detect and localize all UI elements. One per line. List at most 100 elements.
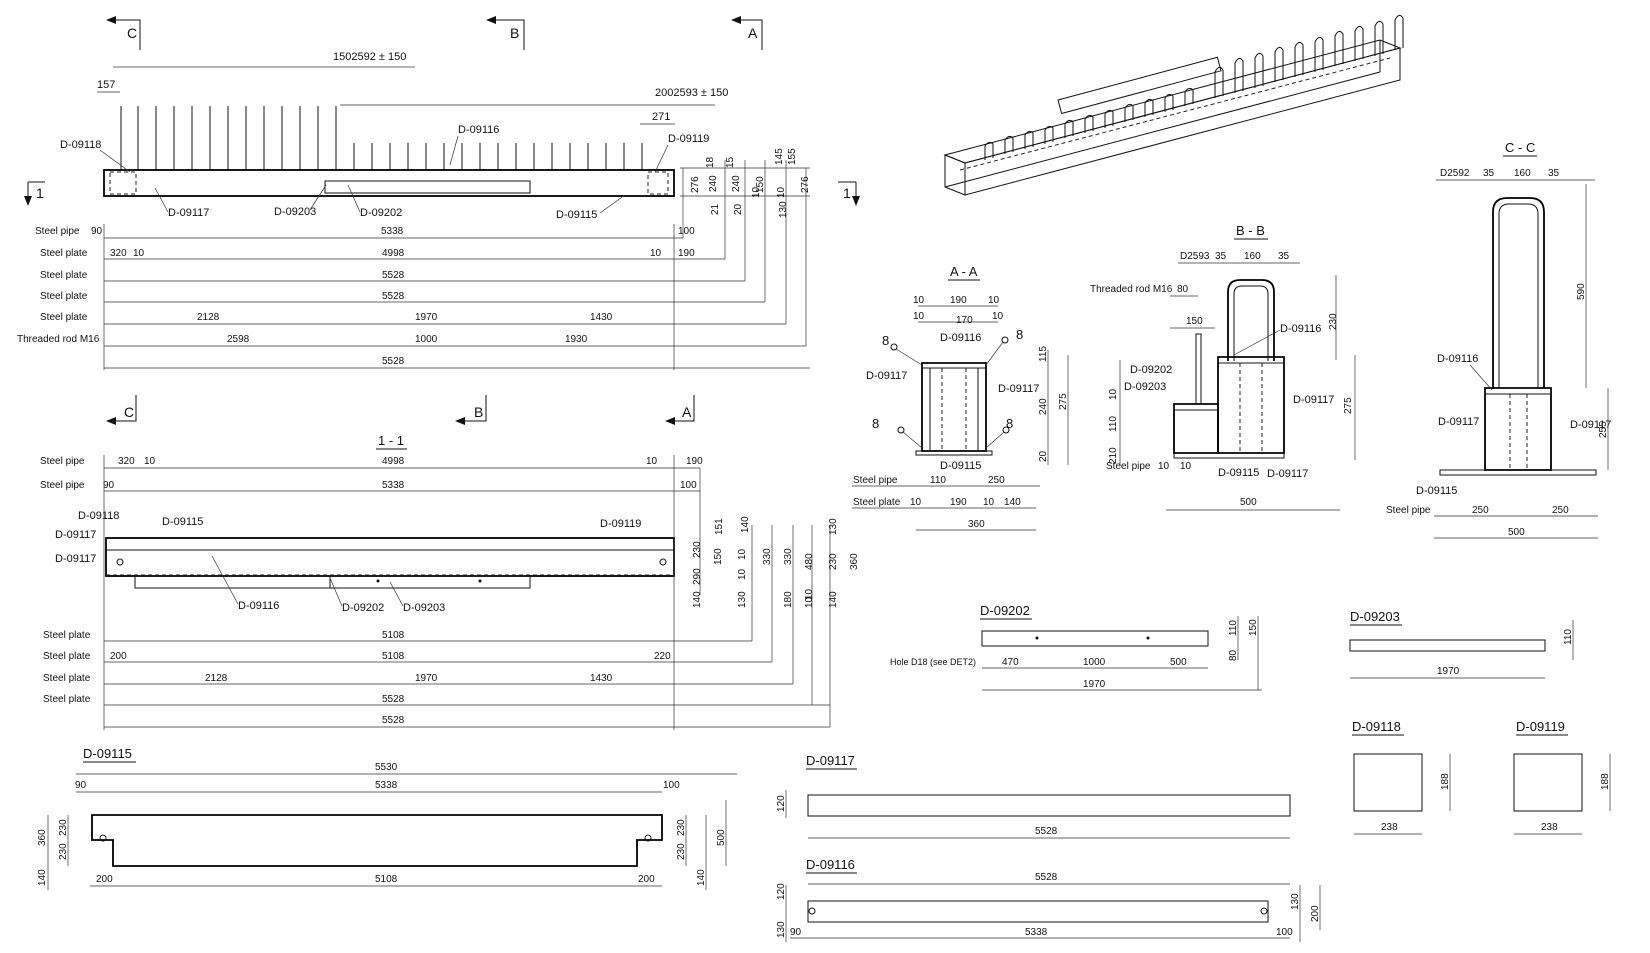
part-d09202: D-09202 Hole D18 (see DET2) 470 1000 500…	[890, 603, 1262, 691]
svg-text:D-09116: D-09116	[1280, 323, 1321, 335]
svg-text:90: 90	[91, 226, 103, 237]
isometric-3d-view	[943, 14, 1404, 196]
svg-text:130: 130	[1290, 893, 1301, 910]
svg-text:90: 90	[790, 927, 802, 938]
svg-text:140: 140	[696, 869, 707, 886]
rebar-tall	[120, 106, 337, 170]
svg-text:D-09115: D-09115	[1218, 467, 1259, 479]
svg-text:10: 10	[983, 497, 995, 508]
svg-text:1430: 1430	[590, 312, 613, 323]
svg-text:130: 130	[778, 201, 789, 218]
svg-text:8: 8	[1016, 327, 1023, 342]
svg-text:20: 20	[1038, 450, 1049, 462]
elev-label-d09115: D-09115	[556, 209, 597, 221]
svg-text:150: 150	[1248, 619, 1259, 636]
section-b-b: B - B D2593 35 160 35 Threaded rod M16 8…	[1090, 223, 1356, 511]
svg-text:255: 255	[1598, 421, 1609, 438]
svg-text:5530: 5530	[375, 762, 398, 773]
svg-text:590: 590	[1576, 283, 1587, 300]
svg-text:10: 10	[1108, 388, 1119, 400]
svg-text:150: 150	[755, 176, 766, 193]
section-mark-c-top: C	[106, 16, 141, 50]
svg-text:Steel pipe: Steel pipe	[853, 475, 898, 486]
svg-text:200: 200	[1310, 905, 1321, 922]
section-a-a: A - A 10 190 10 10 170 10 8 8 8 8 D-0911…	[852, 264, 1069, 531]
svg-text:D-09118: D-09118	[1352, 719, 1401, 734]
svg-text:190: 190	[950, 295, 967, 306]
dim-top-right: 2002593 ± 150	[655, 87, 728, 99]
svg-text:330: 330	[783, 548, 794, 565]
svg-text:230: 230	[58, 843, 69, 860]
elevation-view: 1502592 ± 150 2002593 ± 150 157 271	[17, 51, 860, 370]
section-mark-b-mid: B	[455, 395, 487, 425]
svg-text:170: 170	[956, 315, 973, 326]
svg-text:5108: 5108	[382, 630, 405, 641]
svg-text:1000: 1000	[415, 334, 438, 345]
svg-text:180: 180	[783, 591, 794, 608]
svg-text:B: B	[474, 404, 483, 420]
svg-text:150: 150	[713, 548, 724, 565]
section-mark-a-top: A	[731, 16, 763, 50]
svg-text:290: 290	[692, 568, 703, 585]
svg-text:250: 250	[1552, 505, 1569, 516]
svg-text:Steel pipe: Steel pipe	[40, 480, 85, 491]
svg-text:275: 275	[1058, 393, 1069, 410]
svg-text:150: 150	[1186, 316, 1203, 327]
svg-text:35: 35	[1278, 251, 1290, 262]
svg-text:5528: 5528	[382, 715, 405, 726]
svg-text:20: 20	[733, 203, 744, 215]
svg-text:D-09203: D-09203	[1124, 381, 1166, 393]
svg-text:120: 120	[776, 883, 787, 900]
svg-text:10: 10	[804, 596, 815, 608]
svg-text:15: 15	[725, 156, 736, 168]
part-d09117: D-09117 5528 120	[776, 753, 1291, 839]
svg-text:10: 10	[910, 497, 922, 508]
svg-text:10: 10	[737, 548, 748, 560]
svg-text:8: 8	[872, 416, 879, 431]
svg-text:140: 140	[1004, 497, 1021, 508]
svg-text:230: 230	[676, 819, 687, 836]
svg-text:230: 230	[676, 843, 687, 860]
svg-text:5528: 5528	[1035, 872, 1058, 883]
svg-text:110: 110	[1228, 620, 1239, 636]
svg-text:C - C: C - C	[1505, 140, 1535, 155]
svg-text:190: 190	[686, 456, 703, 467]
section-mark-b-top: B	[486, 16, 525, 50]
section-mark-a-label: A	[748, 25, 758, 41]
plan-vdims: 151 140 230 150 10 330 330 480 130 230 3…	[692, 516, 860, 608]
svg-text:500: 500	[1240, 497, 1257, 508]
svg-text:1970: 1970	[1083, 679, 1106, 690]
svg-text:155: 155	[787, 148, 798, 165]
svg-text:140: 140	[37, 869, 48, 886]
svg-text:35: 35	[1483, 168, 1495, 179]
svg-text:10: 10	[133, 248, 145, 259]
svg-text:500: 500	[1508, 527, 1525, 538]
svg-text:115: 115	[1038, 346, 1049, 362]
svg-text:140: 140	[740, 516, 751, 533]
svg-text:90: 90	[75, 780, 87, 791]
svg-text:360: 360	[849, 553, 860, 570]
svg-text:230: 230	[58, 819, 69, 836]
plan-1-1-view: 1 - 1 Steel pipe 320 10 4998 10 190 Stee…	[40, 433, 860, 730]
svg-text:120: 120	[776, 795, 787, 812]
svg-text:500: 500	[716, 829, 727, 846]
svg-text:275: 275	[1343, 397, 1354, 414]
svg-text:188: 188	[1600, 773, 1611, 790]
svg-text:Steel pipe: Steel pipe	[40, 456, 85, 467]
svg-text:5108: 5108	[382, 651, 405, 662]
svg-text:D-09115: D-09115	[1416, 485, 1457, 497]
svg-text:230: 230	[692, 541, 703, 558]
svg-text:D-09117: D-09117	[806, 753, 855, 768]
svg-text:110: 110	[1108, 416, 1119, 432]
svg-text:80: 80	[1228, 649, 1239, 661]
svg-text:1430: 1430	[590, 673, 613, 684]
svg-text:Steel plate: Steel plate	[43, 694, 91, 705]
svg-text:2128: 2128	[197, 312, 220, 323]
part-d09119: D-09119 238 188	[1513, 719, 1611, 835]
svg-text:2128: 2128	[205, 673, 228, 684]
svg-text:Hole D18 (see DET2): Hole D18 (see DET2)	[890, 657, 976, 667]
svg-text:8: 8	[1006, 416, 1013, 431]
svg-text:D-09203: D-09203	[1350, 609, 1400, 624]
elev-label-d09203: D-09203	[274, 206, 316, 218]
